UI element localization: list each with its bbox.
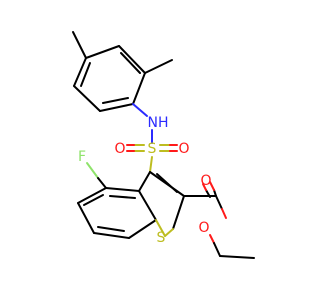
ester-single-bond-b [221,208,227,219]
aryl-ring-bond-3 [132,72,146,105]
sulfonyl-sulfur-label: S [148,141,157,157]
benzo-bond-2 [138,190,157,221]
ester-oxygen-label: O [198,220,209,236]
fluorine-bond-b [97,177,107,189]
carbonyl-bond-b [209,181,215,191]
carbonyl-bond-c [205,189,211,198]
benzo-bond-4 [93,232,130,239]
structure-canvas: NH S O O F S O O [72,31,255,259]
right-oxygen-label: O [178,141,189,157]
aryl-ring-bond-1 [85,45,120,59]
sulfonyl-carbon-bond [149,156,153,173]
aryl-ring-bond-6-inner [80,62,91,87]
aryl-ring-bond-4-inner [102,97,129,104]
aryl-ring-bond-4 [99,103,134,112]
aryl-nitrogen-bond [132,103,148,117]
methyl-bond-right [144,59,173,74]
ring-sulfur-label: S [157,230,166,246]
ethyl-bond [219,255,255,259]
thiophene-bond-1 [138,171,151,192]
fluorine-bond-a [86,162,99,179]
benzo-bond-5 [77,202,95,234]
ester-single-bond-a [215,195,223,210]
aryl-ring-bond-5 [73,85,101,112]
nh-label: NH [148,115,169,131]
thiophene-inner-bond [156,173,178,193]
thiophene-sulfur-bond-a [155,219,166,237]
thiophene-sulfur-bond-b [164,228,174,237]
carbonyl-bond-d [202,183,207,191]
ethoxy-bond-a [209,234,215,244]
benzo-inner-3 [83,194,104,206]
benzo-inner-1 [109,195,136,199]
carbonyl-bond-a [213,189,217,197]
left-oxygen-label: O [114,141,125,157]
methyl-bond-top [72,31,87,59]
molecule-structure: NH S O O F S O O [72,31,255,259]
ethoxy-bond-b [213,242,221,257]
carbonyl-oxygen-label: O [200,173,211,189]
benzo-inner-2 [97,226,125,232]
benzo-bond-3 [128,219,157,239]
benzo-bond-6 [77,187,107,204]
benzo-bond-1 [105,187,140,192]
aryl-ring-bond-6 [73,57,87,87]
fluorine-label: F [78,149,86,165]
aryl-ring-bond-2-inner [120,52,141,74]
thiophene-bond-3 [172,195,185,230]
aryl-ring-bond-2 [118,45,146,74]
